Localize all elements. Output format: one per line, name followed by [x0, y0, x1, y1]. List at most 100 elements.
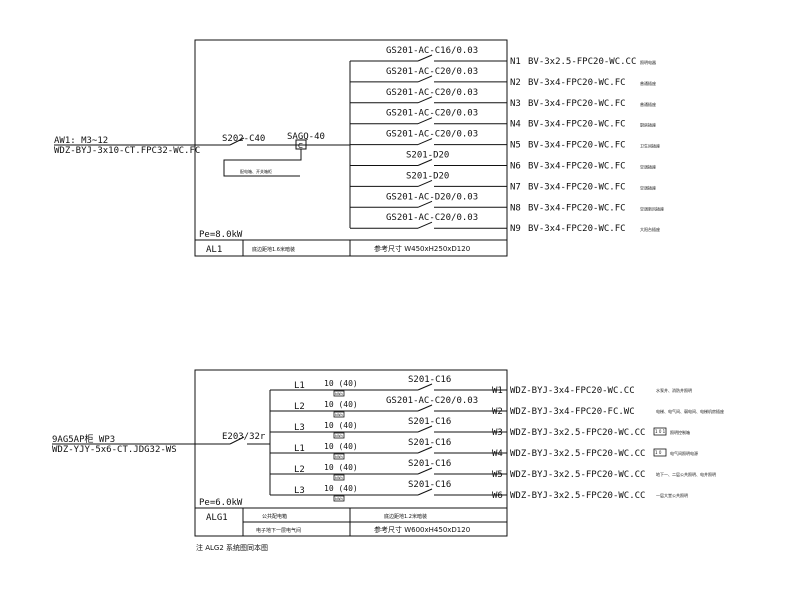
alg1-circuit-breaker-switch: [417, 446, 433, 454]
alg1-circuit-cable: WDZ-BYJ-3x2.5-FPC20-WC.CC: [510, 470, 645, 480]
alg1-kwh-meter-icon: [333, 411, 345, 418]
alg1-circuit-breaker: S201-C16: [408, 375, 451, 385]
panel-al1-spd-lead: [223, 149, 302, 177]
alg1-circuit-id: W3: [492, 428, 503, 438]
alg1-circuit-meter: 10 (40): [324, 421, 358, 430]
al1-circuit-id: N9: [510, 224, 521, 234]
panel-al1-install-note: 底边距地1.6米暗装: [252, 246, 295, 253]
al1-circuit-breaker-switch: [417, 159, 433, 166]
panel-al1-spd-note: 配电箱、开关箱柜: [240, 168, 272, 174]
al1-circuit-breaker: GS201-AC-C20/0.03: [386, 67, 478, 77]
panel-al1-load: Pe=8.0kW: [199, 230, 243, 240]
panel-alg1-room-note: 公共配电箱: [262, 513, 287, 520]
alg1-circuit-breaker-switch: [417, 383, 433, 391]
al1-circuit-breaker: S201-D20: [406, 151, 449, 161]
alg1-control-box-tag: 1 0: [655, 450, 662, 455]
alg1-circuit-phase: L1: [294, 444, 305, 454]
al1-circuit-id: N3: [510, 99, 521, 109]
al1-circuit-cable: BV-3x4-FPC20-WC.FC: [528, 224, 626, 234]
alg1-circuit-cable: WDZ-BYJ-3x2.5-FPC20-WC.CC: [510, 428, 645, 438]
panel-alg1-load: Pe=6.0kW: [199, 498, 243, 508]
alg1-circuit-phase: L2: [294, 402, 305, 412]
al1-circuit-use: 普通插座: [640, 101, 656, 107]
panel-al1-frame: [194, 39, 508, 257]
alg1-circuit-id: W1: [492, 386, 503, 396]
panel-al1-name: AL1: [206, 245, 222, 255]
alg1-circuit-meter: 10 (40): [324, 400, 358, 409]
al1-circuit-id: N1: [510, 57, 521, 67]
al1-circuit-id: N6: [510, 162, 521, 172]
al1-circuit-breaker: GS201-AC-C20/0.03: [386, 88, 478, 98]
al1-circuit-breaker: GS201-AC-C20/0.03: [386, 213, 478, 223]
alg1-circuit-use: 照明控制箱: [670, 429, 690, 435]
panel-al1-size: 参考尺寸 W450xH250xD120: [374, 244, 470, 253]
alg1-circuit-phase: L1: [294, 381, 305, 391]
al1-circuit-breaker: GS201-AC-C20/0.03: [386, 130, 478, 140]
panel-al1-incoming-name: AW1: M3~12: [54, 136, 108, 146]
alg1-circuit-use: 电气间照明电源: [670, 450, 698, 456]
alg1-circuit-breaker: S201-C16: [408, 438, 451, 448]
al1-circuit-use: 厨房插座: [640, 122, 656, 128]
panel-alg1-name: ALG1: [206, 513, 228, 523]
panel-al1-spd-symbol: C: [298, 142, 303, 150]
panel-alg1-footnote: 注 ALG2 系统图同本图: [196, 543, 268, 552]
alg1-kwh-meter-icon: [333, 495, 345, 502]
alg1-circuit-breaker-switch: [417, 404, 433, 412]
al1-circuit-breaker: S201-D20: [406, 171, 449, 181]
alg1-kwh-meter-icon: [333, 432, 345, 439]
al1-circuit-cable: BV-3x4-FPC20-WC.FC: [528, 182, 626, 192]
al1-circuit-cable: BV-3x4-FPC20-WC.FC: [528, 141, 626, 151]
alg1-circuit-breaker-switch: [417, 488, 433, 496]
al1-circuit-breaker-switch: [417, 179, 433, 187]
al1-circuit-cable: BV-3x4-FPC20-WC.FC: [528, 120, 626, 130]
alg1-circuit-cable: WDZ-BYJ-3x2.5-FPC20-WC.CC: [510, 491, 645, 501]
alg1-kwh-meter-tag: kWh: [335, 455, 343, 459]
al1-circuit-breaker-switch: [417, 75, 433, 83]
alg1-circuit-use: 一层大堂公共照明: [656, 492, 688, 498]
panel-alg1: 9AG5AP柜 WP3 WDZ-YJY-5x6-CT.JDG32-WS E203…: [52, 369, 724, 552]
al1-circuit-use: 空调新风插座: [640, 205, 664, 211]
al1-circuit-id: N5: [510, 141, 521, 151]
al1-circuit-breaker-switch: [417, 221, 433, 229]
al1-circuit-id: N4: [510, 120, 521, 130]
panel-al1-incoming-cable: WDZ-BYJ-3x10-CT.FPC32-WC.FC: [54, 146, 200, 156]
alg1-kwh-meter-icon: [333, 474, 345, 481]
alg1-kwh-meter-tag: kWh: [335, 413, 343, 417]
alg1-kwh-meter-tag: kWh: [335, 392, 343, 396]
al1-circuit-id: N2: [510, 78, 521, 88]
alg1-circuit-phase: L2: [294, 465, 305, 475]
alg1-circuit-breaker: S201-C16: [408, 459, 451, 469]
alg1-circuit-breaker: S201-C16: [408, 417, 451, 427]
alg1-circuit-meter: 10 (40): [324, 484, 358, 493]
alg1-circuit-breaker: S201-C16: [408, 480, 451, 490]
alg1-circuit-phase: L3: [294, 486, 305, 496]
alg1-kwh-meter-icon: [333, 390, 345, 397]
al1-circuit-use: 大阳台插座: [640, 226, 660, 232]
alg1-circuit-cable: WDZ-BYJ-3x4-FPC20-WC.CC: [510, 386, 635, 396]
alg1-circuit-id: W6: [492, 491, 503, 501]
al1-circuit-id: N8: [510, 203, 521, 213]
al1-circuit-use: 空调插座: [640, 184, 656, 190]
al1-circuit-use: 普通插座: [640, 80, 656, 86]
al1-circuit-breaker-switch: [417, 138, 433, 146]
alg1-control-box-icon: [653, 427, 667, 436]
al1-circuit-breaker: GS201-AC-D20/0.03: [386, 192, 478, 202]
al1-circuit-use: 照明电器: [640, 59, 656, 65]
al1-circuit-breaker: GS201-AC-C16/0.03: [386, 46, 478, 56]
al1-circuit-breaker-switch: [417, 54, 433, 62]
